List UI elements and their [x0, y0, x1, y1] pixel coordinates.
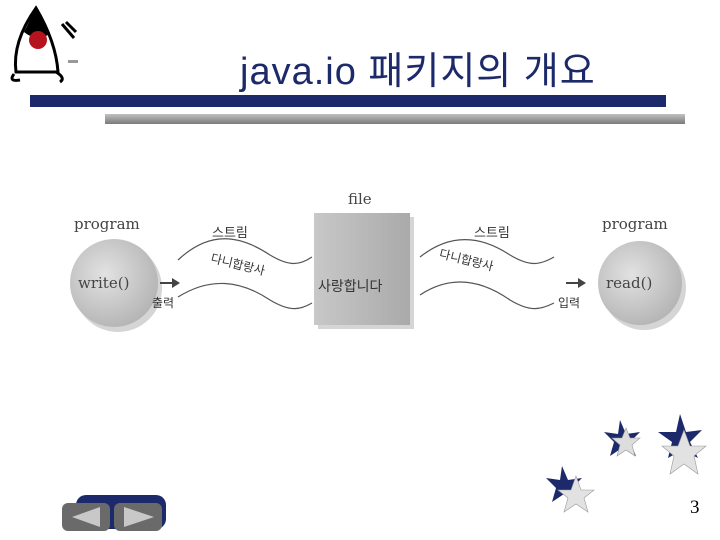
- left-program-method: write(): [78, 274, 129, 292]
- file-label: file: [348, 190, 372, 208]
- title-shadow-bar: [105, 114, 685, 124]
- right-stream-label: 스트림: [474, 226, 510, 241]
- file-content: 사랑합니다: [318, 279, 383, 295]
- left-program-label: program: [74, 215, 140, 233]
- right-stream-wave-top: [419, 239, 555, 265]
- input-label: 입력: [558, 296, 580, 310]
- java-duke-logo-icon: [10, 5, 78, 84]
- output-arrow-icon: [172, 278, 180, 288]
- input-arrow-icon: [578, 278, 586, 288]
- file-box: [314, 213, 410, 325]
- stream-diagram: program write() 스트림 다니합랑사 출력 file 사랑합니다 …: [70, 190, 686, 332]
- left-program-circle: [70, 239, 158, 327]
- title-underline-bar: [30, 95, 666, 107]
- page-number: 3: [690, 497, 700, 518]
- right-program-circle: [598, 241, 682, 325]
- left-wave-text: 다니합랑사: [209, 251, 266, 278]
- right-stream-wave-bottom: [419, 281, 555, 310]
- right-program-method: read(): [606, 274, 652, 292]
- right-program-label: program: [602, 215, 668, 233]
- right-wave-text: 다니합랑사: [438, 247, 495, 274]
- stars-decoration-icon: [546, 414, 707, 513]
- output-label: 출력: [152, 296, 174, 310]
- page-title: java.io 패키지의 개요: [240, 51, 596, 93]
- left-stream-label: 스트림: [212, 226, 248, 241]
- left-stream-wave-top: [177, 238, 313, 265]
- nav-arrows-icon[interactable]: [62, 495, 166, 533]
- left-stream-wave-bottom: [177, 282, 313, 310]
